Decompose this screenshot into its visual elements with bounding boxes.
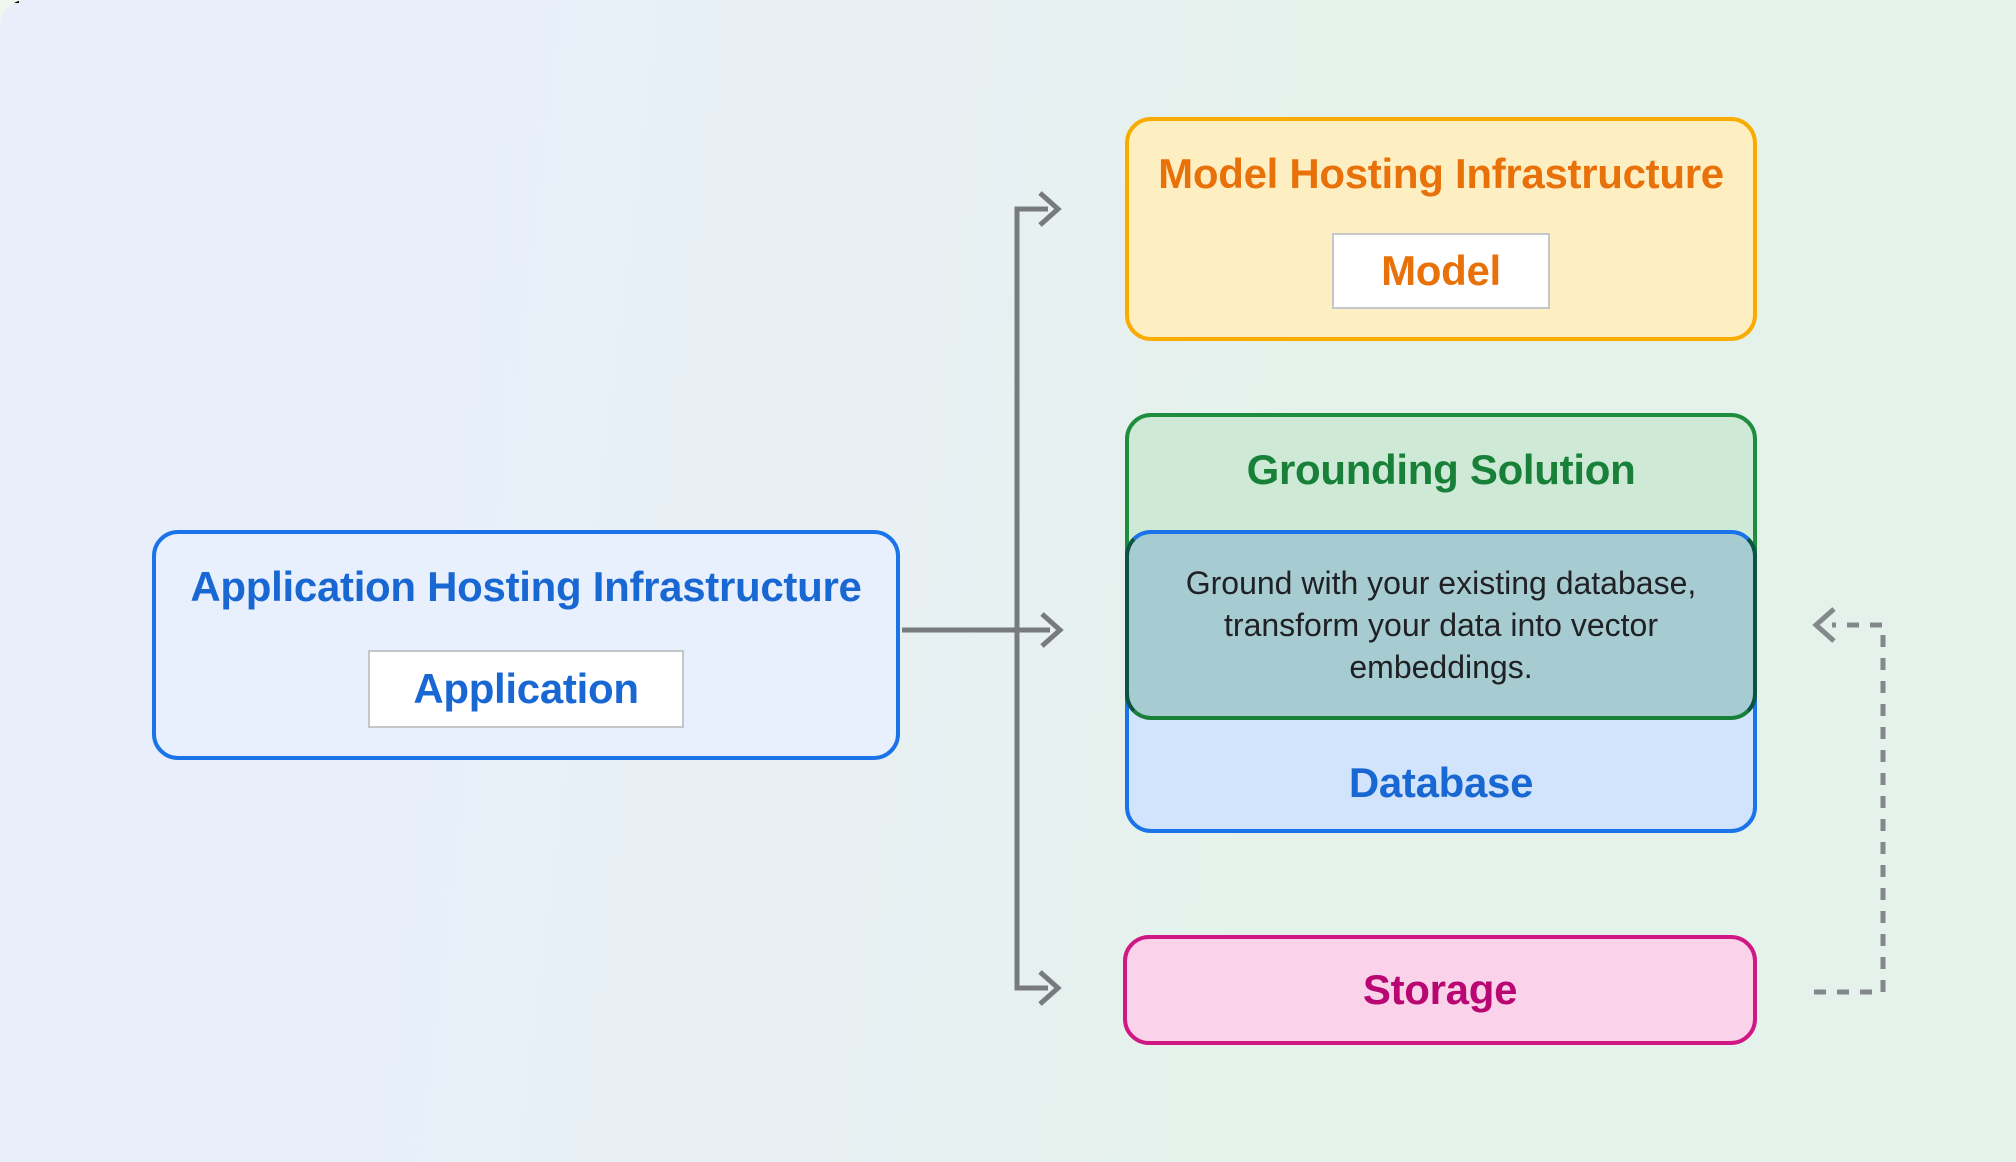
application-chip: Application	[368, 650, 684, 728]
storage-label: Storage	[1362, 966, 1518, 1013]
database-label: Database	[1348, 759, 1534, 806]
grounding-solution-title: Grounding Solution	[1246, 446, 1636, 493]
arrowhead-feedback-icon	[1812, 607, 1836, 643]
storage-box: Storage	[1123, 935, 1757, 1045]
dashed-feedback-line	[1814, 622, 1886, 995]
window-corner-artifact	[3, 0, 19, 3]
application-chip-label: Application	[413, 665, 639, 712]
grounding-note: Ground with your existing database, tran…	[1185, 565, 1697, 685]
model-chip: Model	[1332, 233, 1550, 309]
model-hosting-title: Model Hosting Infrastructure	[1158, 150, 1724, 197]
arrowhead-to-model-icon	[1038, 191, 1062, 227]
model-hosting-box: Model Hosting Infrastructure	[1125, 117, 1757, 341]
arrowhead-to-storage-icon	[1038, 970, 1062, 1006]
application-hosting-title: Application Hosting Infrastructure	[190, 563, 862, 610]
arrowhead-to-grounding-icon	[1040, 612, 1064, 648]
grounding-database-overlap: Ground with your existing database, tran…	[1125, 530, 1757, 720]
connector-branch-line	[1014, 206, 1048, 991]
model-chip-label: Model	[1381, 247, 1501, 294]
